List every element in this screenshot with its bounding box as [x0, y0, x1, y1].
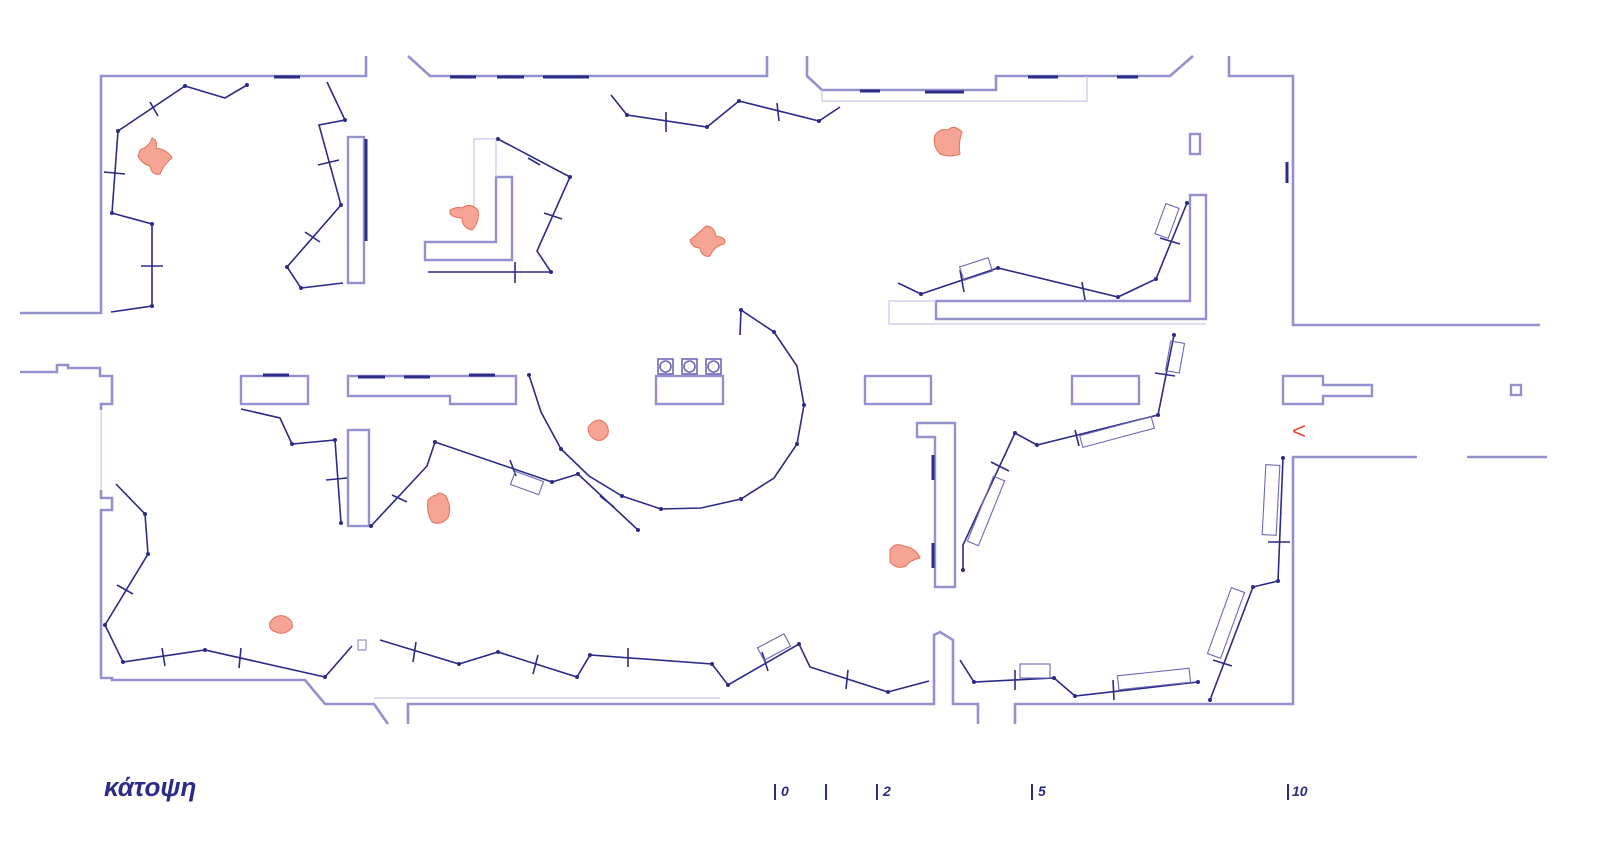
scale-tick-5: [1031, 784, 1033, 800]
scale-tick-10: [1287, 784, 1289, 800]
partitions: [239, 132, 1523, 651]
display-panels: [103, 81, 1290, 702]
windows: [274, 75, 1289, 183]
scale-label-2: 2: [883, 783, 891, 799]
visitor-figures: [137, 126, 963, 634]
scale-tick-1: [825, 784, 827, 800]
scale-label-5: 5: [1038, 783, 1046, 799]
entrance-marker: <: [1292, 418, 1307, 445]
scale-tick-2: [876, 784, 878, 800]
outer-walls: [20, 55, 1547, 725]
scale-tick-0: [774, 784, 776, 800]
scale-label-10: 10: [1292, 783, 1308, 799]
pedestals: [657, 358, 722, 375]
scale-label-0: 0: [781, 783, 789, 799]
plan-title: κάτοψη: [104, 772, 197, 802]
